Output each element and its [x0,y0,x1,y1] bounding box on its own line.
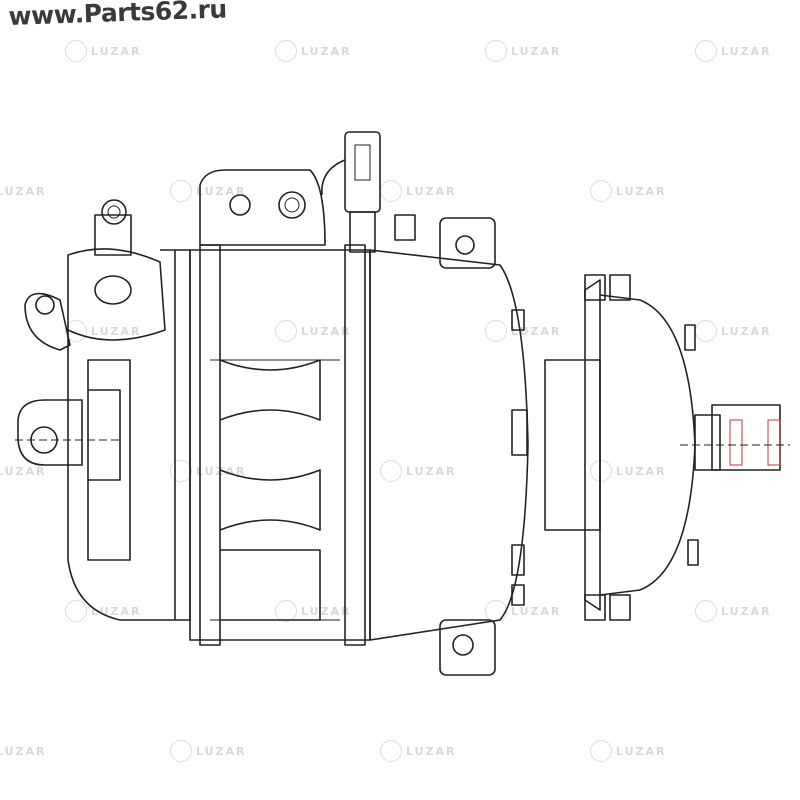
rear-housing [67,249,191,621]
watermark-text: LUZAR [406,744,457,758]
watermark-logo: LUZAR [65,320,142,342]
watermark-logo: LUZAR [0,180,47,202]
watermark-logo: LUZAR [170,740,247,762]
watermark-text: LUZAR [301,604,352,618]
watermark-logo: LUZAR [485,40,562,62]
watermark-logo: LUZAR [485,320,562,342]
watermark-text: LUZAR [616,184,667,198]
watermark-text: LUZAR [196,184,247,198]
watermark-text: LUZAR [0,184,47,198]
watermark-logo: LUZAR [275,40,352,62]
electrical-connector [321,131,381,253]
watermark-logo: LUZAR [695,600,772,622]
watermark-text: LUZAR [0,464,47,478]
watermark-text: LUZAR [406,184,457,198]
watermark-logo: LUZAR [380,460,457,482]
luzar-logo-icon [485,320,507,342]
watermark-text: LUZAR [721,44,772,58]
watermark-text: LUZAR [301,44,352,58]
luzar-logo-icon [275,320,297,342]
luzar-logo-icon [65,320,87,342]
front-housing [369,214,529,676]
watermark-logo: LUZAR [65,40,142,62]
watermark-text: LUZAR [91,324,142,338]
luzar-logo-icon [485,40,507,62]
watermark-text: LUZAR [721,324,772,338]
watermark-logo: LUZAR [275,600,352,622]
watermark-text: LUZAR [616,744,667,758]
clutch-pulley [544,274,790,621]
luzar-logo-icon [695,600,717,622]
watermark-logo: LUZAR [695,40,772,62]
watermark-logo: LUZAR [0,460,47,482]
watermark-text: LUZAR [616,464,667,478]
watermark-logo: LUZAR [0,740,47,762]
watermark-logo: LUZAR [590,460,667,482]
watermark-text: LUZAR [301,324,352,338]
watermark-text: LUZAR [511,324,562,338]
luzar-logo-icon [170,740,192,762]
watermark-text: LUZAR [196,744,247,758]
watermark-text: LUZAR [511,44,562,58]
luzar-logo-icon [380,460,402,482]
watermark-logo: LUZAR [275,320,352,342]
luzar-logo-icon [590,460,612,482]
luzar-logo-icon [170,180,192,202]
watermark-text: LUZAR [721,604,772,618]
luzar-logo-icon [65,600,87,622]
watermark-logo: LUZAR [590,180,667,202]
luzar-logo-icon [590,740,612,762]
luzar-logo-icon [170,460,192,482]
watermark-text: LUZAR [406,464,457,478]
watermark-logo: LUZAR [590,740,667,762]
watermark-text: LUZAR [91,44,142,58]
luzar-logo-icon [590,180,612,202]
cylinder-body [189,169,371,646]
luzar-logo-icon [695,40,717,62]
watermark-logo: LUZAR [380,740,457,762]
luzar-logo-icon [275,40,297,62]
watermark-text: LUZAR [0,744,47,758]
luzar-logo-icon [275,600,297,622]
luzar-logo-icon [65,40,87,62]
watermark-text: LUZAR [511,604,562,618]
watermark-logo: LUZAR [170,180,247,202]
luzar-logo-icon [380,740,402,762]
rear-fitting [15,199,166,466]
